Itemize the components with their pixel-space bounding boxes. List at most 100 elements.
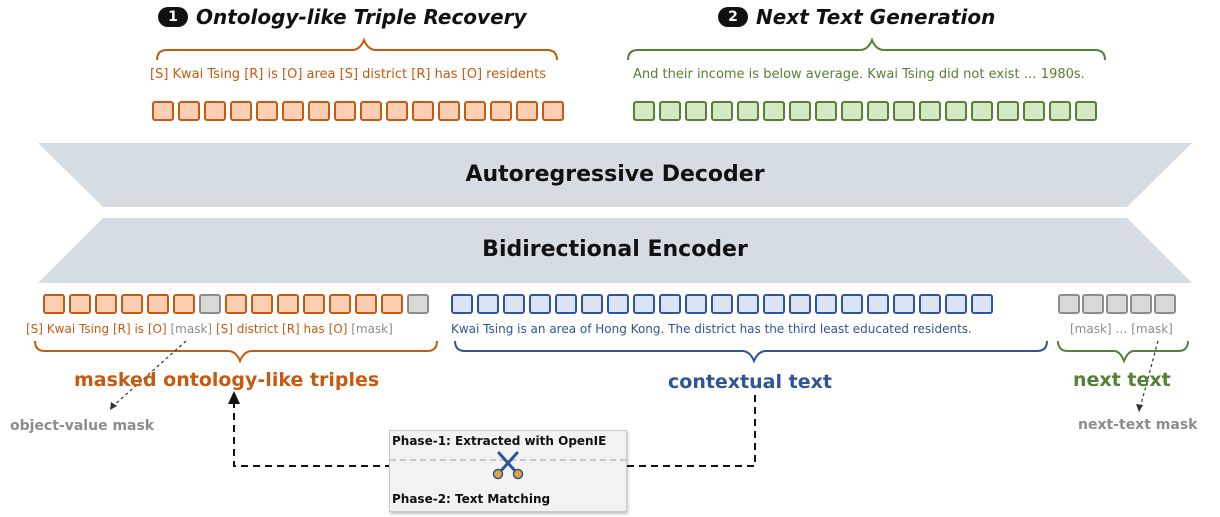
encoder-label: Bidirectional Encoder bbox=[482, 237, 748, 262]
output-tokens-next-text bbox=[633, 101, 1097, 121]
token bbox=[334, 101, 356, 121]
token bbox=[451, 294, 473, 314]
token bbox=[919, 294, 941, 314]
input-sequence-next: [mask] … [mask] bbox=[1070, 322, 1173, 336]
encoder-band bbox=[38, 218, 1192, 283]
token bbox=[789, 101, 811, 121]
mask-token bbox=[1082, 294, 1104, 314]
token bbox=[152, 101, 174, 121]
mask-token bbox=[1058, 294, 1080, 314]
token bbox=[659, 101, 681, 121]
token bbox=[841, 294, 863, 314]
next-text-gen-sequence: And their income is below average. Kwai … bbox=[633, 67, 1085, 82]
triple-recovery-sequence: [S] Kwai Tsing [R] is [O] area [S] distr… bbox=[150, 67, 546, 82]
token bbox=[815, 101, 837, 121]
token bbox=[867, 101, 889, 121]
token bbox=[355, 294, 377, 314]
token bbox=[1049, 101, 1071, 121]
mask-token bbox=[1130, 294, 1152, 314]
token bbox=[711, 294, 733, 314]
token bbox=[893, 294, 915, 314]
token bbox=[685, 294, 707, 314]
token bbox=[178, 101, 200, 121]
token bbox=[95, 294, 117, 314]
token bbox=[542, 101, 564, 121]
token bbox=[329, 294, 351, 314]
token bbox=[412, 101, 434, 121]
token bbox=[971, 294, 993, 314]
token bbox=[763, 101, 785, 121]
title-next-text-gen: 2 Next Text Generation bbox=[718, 5, 995, 29]
output-tokens-triples bbox=[152, 101, 564, 121]
step-number-1: 1 bbox=[158, 7, 188, 27]
token bbox=[997, 101, 1019, 121]
title-triple-recovery: 1 Ontology-like Triple Recovery bbox=[158, 5, 527, 29]
token bbox=[386, 101, 408, 121]
mask-2: [mask] bbox=[351, 322, 393, 336]
token bbox=[893, 101, 915, 121]
dashed-loop bbox=[233, 395, 756, 467]
mask-token bbox=[1106, 294, 1128, 314]
title-triple-recovery-text: Ontology-like Triple Recovery bbox=[196, 5, 527, 29]
token bbox=[43, 294, 65, 314]
input-tokens-context bbox=[451, 294, 993, 314]
token bbox=[503, 294, 525, 314]
token bbox=[308, 101, 330, 121]
token bbox=[763, 294, 785, 314]
brace-next-text-gen bbox=[627, 37, 1106, 61]
token bbox=[256, 101, 278, 121]
input-tokens-next bbox=[1058, 294, 1176, 314]
token bbox=[581, 294, 603, 314]
triples-seq-b: [S] district [R] has [O] bbox=[215, 322, 348, 336]
token bbox=[711, 101, 733, 121]
token bbox=[477, 294, 499, 314]
triples-seq-a: [S] Kwai Tsing [R] is [O] bbox=[26, 322, 167, 336]
phase-1-label: Phase-1: Extracted with OpenIE bbox=[392, 434, 607, 448]
token bbox=[945, 294, 967, 314]
scissors-icon bbox=[492, 451, 524, 480]
token bbox=[737, 294, 759, 314]
token bbox=[867, 294, 889, 314]
arrow-object-value-mask bbox=[111, 340, 187, 408]
label-object-value-mask: object-value mask bbox=[10, 418, 155, 434]
phase-box: Phase-1: Extracted with OpenIE Phase-2: … bbox=[389, 430, 628, 512]
token bbox=[659, 294, 681, 314]
decoder-label: Autoregressive Decoder bbox=[465, 162, 765, 187]
mask-token bbox=[199, 294, 221, 314]
token bbox=[173, 294, 195, 314]
brace-contextual-text bbox=[454, 340, 1048, 364]
token bbox=[303, 294, 325, 314]
token bbox=[1023, 101, 1045, 121]
token bbox=[685, 101, 707, 121]
mask-token bbox=[407, 294, 429, 314]
loop-arrowhead bbox=[228, 391, 240, 404]
token bbox=[945, 101, 967, 121]
token bbox=[516, 101, 538, 121]
label-contextual-text: contextual text bbox=[668, 371, 832, 393]
input-sequence-context: Kwai Tsing is an area of Hong Kong. The … bbox=[451, 322, 972, 336]
token bbox=[204, 101, 226, 121]
mask-1: [mask] bbox=[170, 322, 213, 336]
token bbox=[789, 294, 811, 314]
token bbox=[251, 294, 273, 314]
token bbox=[919, 101, 941, 121]
token bbox=[737, 101, 759, 121]
token bbox=[381, 294, 403, 314]
brace-triple-recovery bbox=[156, 37, 558, 61]
token bbox=[490, 101, 512, 121]
token bbox=[121, 294, 143, 314]
token bbox=[633, 294, 655, 314]
input-tokens-triples bbox=[43, 294, 429, 314]
token bbox=[1075, 101, 1097, 121]
token bbox=[147, 294, 169, 314]
token bbox=[225, 294, 247, 314]
phase-2-label: Phase-2: Text Matching bbox=[392, 492, 551, 506]
input-sequence-triples: [S] Kwai Tsing [R] is [O] [mask] [S] dis… bbox=[26, 322, 393, 336]
label-next-text-mask: next-text mask bbox=[1078, 417, 1198, 433]
token bbox=[69, 294, 91, 314]
token bbox=[555, 294, 577, 314]
token bbox=[815, 294, 837, 314]
token bbox=[529, 294, 551, 314]
decoder-band bbox=[38, 143, 1192, 207]
